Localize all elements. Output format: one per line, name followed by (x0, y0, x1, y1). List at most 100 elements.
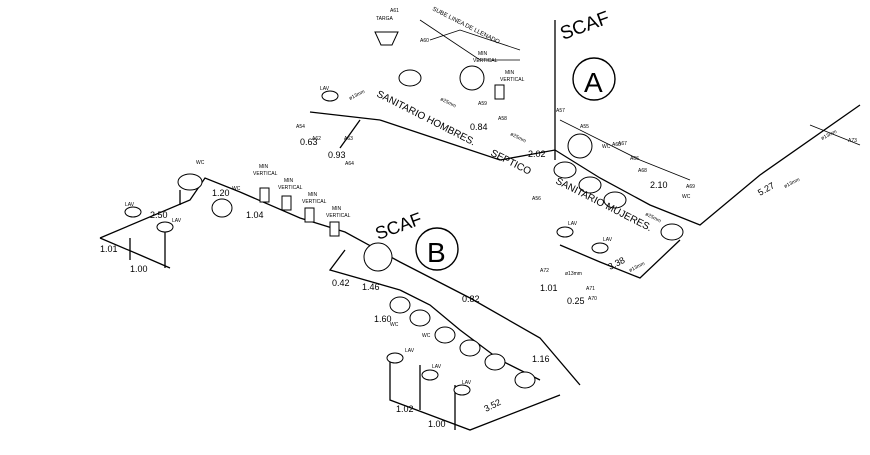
node-label: A71 (586, 286, 595, 292)
scaf-a-text: SCAF (558, 8, 613, 45)
wc-fixture (603, 191, 627, 209)
label-vertical: VERTICAL (278, 185, 303, 191)
dim-label: 2.02 (528, 149, 546, 159)
pipe-diameter: ø25mm (439, 96, 457, 109)
dim-label: 0.25 (567, 296, 585, 306)
dim-label: 1.02 (396, 404, 414, 414)
node-label: A65 (612, 142, 621, 148)
lav-fixture (453, 384, 471, 396)
node-label: A68 (638, 168, 647, 174)
node-label: A66 (630, 156, 639, 162)
urinal-fixture (259, 187, 270, 203)
label-lav: LAV (320, 86, 330, 92)
node-label: A56 (532, 196, 541, 202)
dim-label: 5.27 (756, 180, 776, 197)
label-lav: LAV (568, 221, 578, 227)
wc-fixture (409, 309, 431, 327)
lav-fixture (321, 90, 339, 102)
tanks (363, 65, 593, 272)
node-label: A61 (390, 8, 399, 14)
wc-fixture (578, 176, 602, 194)
label-wc: WC (232, 186, 241, 192)
dim-label: 1.60 (374, 314, 392, 324)
node-label: A63 (344, 136, 353, 142)
dim-label: 0.93 (328, 150, 346, 160)
node-label: A59 (478, 101, 487, 107)
wc-fixture (514, 371, 536, 389)
wc-fixture (434, 326, 456, 344)
wc-fixture (389, 296, 411, 314)
pipe-diameter: ø13mm (565, 271, 582, 277)
fixture-labels: TARGA LAV LAV LAV LAV LAV LAV LAV LAV WC… (125, 16, 691, 386)
scaf-a-letter: A (584, 67, 603, 98)
node-label: A70 (588, 296, 597, 302)
node-label: A69 (686, 184, 695, 190)
node-label: A55 (580, 124, 589, 130)
label-wc: WC (422, 333, 431, 339)
dim-label: 1.01 (100, 244, 118, 254)
node-label: A57 (556, 108, 565, 114)
tank-a1 (459, 65, 485, 91)
urinal-fixture (494, 84, 505, 100)
scaf-a-circle (572, 57, 616, 101)
dim-label: 1.00 (130, 264, 148, 274)
urinal-fixture (304, 207, 315, 223)
lav-fixture (156, 221, 174, 233)
dim-label: 2.50 (150, 210, 168, 220)
wc-fixture (660, 223, 684, 241)
caption-septico: SEPTICO (489, 148, 533, 178)
label-vertical: VERTICAL (473, 58, 498, 64)
urinal-fixture (329, 221, 340, 237)
wc-fixture (459, 339, 481, 357)
label-lav: LAV (405, 348, 415, 354)
lav-fixture (556, 226, 574, 238)
pipe-diameter: ø25mm (509, 131, 527, 144)
node-label: A58 (498, 116, 507, 122)
targa-fixture (374, 31, 399, 46)
label-wc: WC (196, 160, 205, 166)
scaf-b-letter: B (427, 237, 446, 268)
label-min: MIN (478, 51, 488, 57)
scaf-b-circle (415, 227, 459, 271)
wc-fixture (553, 161, 577, 179)
caption-sube: SUBE LINEA DE LLENADO (431, 6, 501, 45)
label-targa: TARGA (376, 16, 394, 22)
dim-label: 1.16 (532, 354, 550, 364)
lav-fixture (421, 369, 439, 381)
label-lav: LAV (462, 380, 472, 386)
dim-label: 1.00 (428, 419, 446, 429)
urinal-fixture (281, 195, 292, 211)
label-vertical: VERTICAL (302, 199, 327, 205)
label-lav: LAV (432, 364, 442, 370)
dim-label: 0.42 (332, 278, 350, 288)
dim-label: 1.20 (212, 188, 230, 198)
wc-fixture (398, 69, 422, 87)
lav-fixture (591, 242, 609, 254)
wc-fixture (211, 198, 233, 218)
lav-fixtures (124, 31, 609, 396)
wc-fixture (484, 353, 506, 371)
pipe-diameter: ø13mm (628, 261, 646, 274)
caption-hombres: SANITARIO HOMBRES. (375, 89, 477, 148)
dim-label: 1.46 (362, 282, 380, 292)
label-lav: LAV (125, 202, 135, 208)
node-label: A54 (296, 124, 305, 130)
label-min: MIN (259, 164, 269, 170)
dim-label: 0.63 (300, 137, 318, 147)
dim-label: 0.82 (462, 294, 480, 304)
node-labels: A61 A60 A59 A58 A57 A56 A55 A54 A62 A63 … (296, 8, 857, 302)
tank-b (363, 242, 393, 272)
node-label: A73 (848, 138, 857, 144)
dimension-labels: 0.84 2.02 0.63 0.93 2.10 5.27 1.01 1.00 … (100, 122, 776, 429)
scaf-a-label: SCAF A (558, 8, 616, 101)
scaf-b-text: SCAF (373, 209, 425, 244)
label-wc: WC (390, 322, 399, 328)
wc-fixture (177, 173, 203, 191)
label-wc: WC (602, 144, 611, 150)
urinal-fixtures (259, 84, 505, 237)
tank-a2 (567, 133, 593, 159)
lav-fixture (124, 206, 142, 218)
node-label: A64 (345, 161, 354, 167)
dim-label: 0.84 (470, 122, 488, 132)
